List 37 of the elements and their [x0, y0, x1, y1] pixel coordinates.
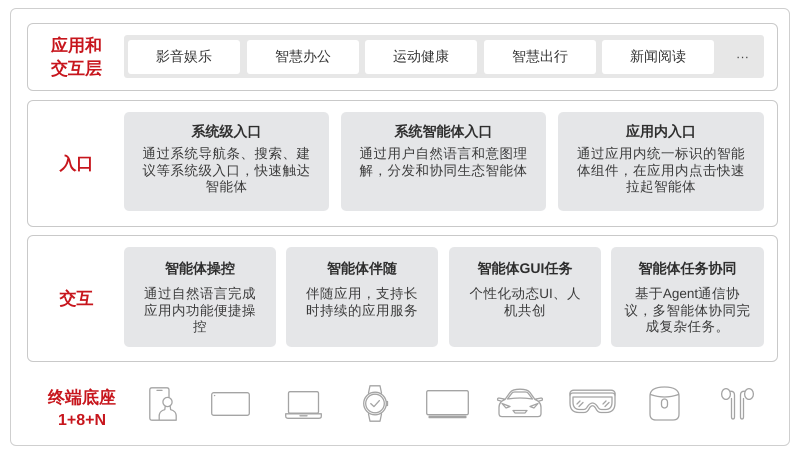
- feature-card: [341, 112, 546, 211]
- card-title: 智能体GUI任务: [478, 259, 572, 277]
- card-title: 智能体任务协同: [638, 259, 736, 277]
- feature-card: [611, 247, 764, 347]
- layer-label: 入口: [60, 153, 94, 175]
- card-description: 通过系统导航条、搜索、建议等系统级入口，快速触达智能体: [142, 146, 312, 196]
- card-description: 基于Agent通信协议，多智能体协同完成复杂任务。: [624, 286, 752, 336]
- category-tile: 影音娱乐: [128, 40, 240, 74]
- category-tile: 运动健康: [365, 40, 477, 74]
- category-tile: 新闻阅读: [602, 40, 714, 74]
- card-title: 智能体伴随: [327, 259, 397, 277]
- card-description: 伴随应用，支持长时持续的应用服务: [305, 286, 419, 320]
- layer-panel: [27, 100, 778, 227]
- layer-label: 交互: [60, 288, 94, 310]
- feature-card: [124, 247, 276, 347]
- feature-card: [124, 112, 329, 211]
- card-title: 智能体操控: [165, 259, 235, 277]
- card-description: 通过用户自然语言和意图理解，分发和协同生态智能体: [358, 146, 528, 180]
- card-description: 个性化动态UI、人机共创: [468, 286, 582, 320]
- outer-frame: [10, 8, 790, 446]
- feature-card: [449, 247, 601, 347]
- layer-panel: [27, 235, 778, 362]
- category-tile: 智慧出行: [484, 40, 596, 74]
- card-description: 通过自然语言完成应用内功能便捷操控: [143, 286, 257, 336]
- card-title: 系统智能体入口: [394, 122, 492, 140]
- card-description: 通过应用内统一标识的智能体组件，在应用内点击快速拉起智能体: [576, 146, 746, 196]
- category-tile: 智慧办公: [247, 40, 359, 74]
- card-title: 系统级入口: [192, 122, 262, 140]
- feature-card: [286, 247, 438, 347]
- layer-panel: [27, 23, 778, 91]
- more-ellipsis: ···: [736, 48, 749, 64]
- layer-label: 应用和交互层: [50, 35, 103, 80]
- base-label: 1+8+N: [58, 411, 106, 431]
- category-bar: [124, 35, 764, 78]
- base-label: 终端底座: [48, 387, 116, 409]
- feature-card: [558, 112, 764, 211]
- card-title: 应用内入口: [626, 122, 696, 140]
